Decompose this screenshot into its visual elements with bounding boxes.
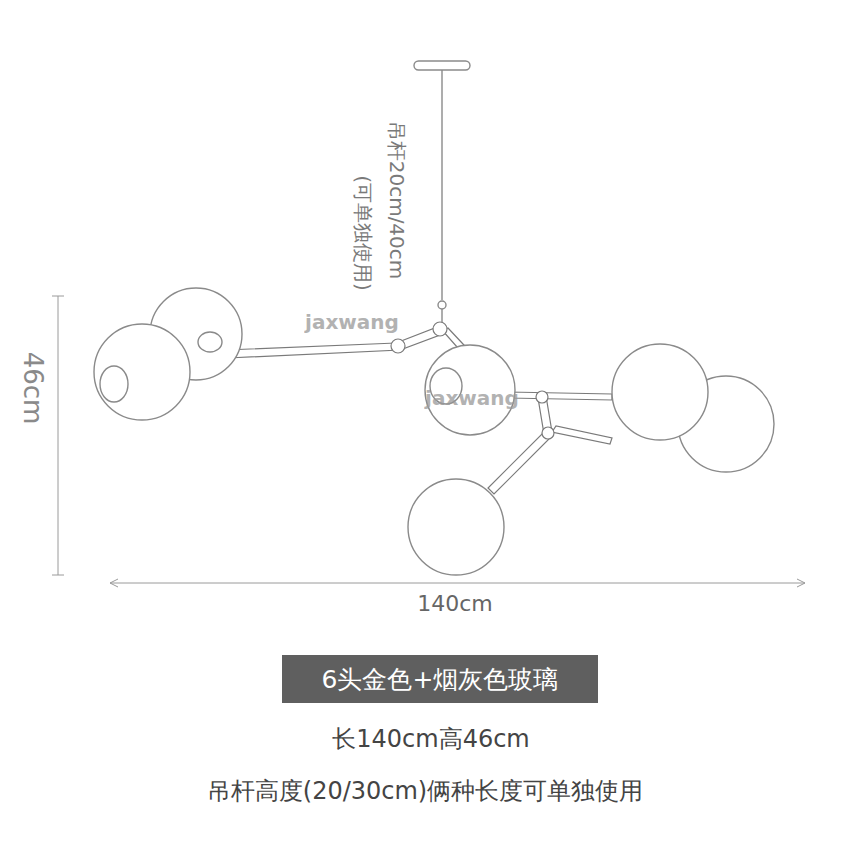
ceiling-canopy xyxy=(414,61,470,70)
spec-text: 6头金色+烟灰色玻璃 xyxy=(322,663,559,696)
watermark: jaxwang xyxy=(425,387,519,410)
spec-band: 6头金色+烟灰色玻璃 xyxy=(282,655,598,703)
rod-length-label: 吊杆20cm/40cm xyxy=(385,121,408,280)
hanging-rod xyxy=(441,70,442,300)
size-note: 长140cm高46cm xyxy=(332,726,530,754)
rod-note: 吊杆高度(20/30cm)俩种长度可单独使用 xyxy=(207,778,643,806)
rod-note-label: (可单独使用) xyxy=(351,175,374,291)
rod-knot xyxy=(438,301,446,309)
glass-globes xyxy=(94,288,774,575)
width-dimension: 140cm xyxy=(417,591,493,616)
height-dimension: 46cm xyxy=(17,352,47,425)
lamp-arms xyxy=(226,322,612,494)
dimension-lines xyxy=(52,296,805,587)
watermark: jaxwang xyxy=(305,311,399,334)
